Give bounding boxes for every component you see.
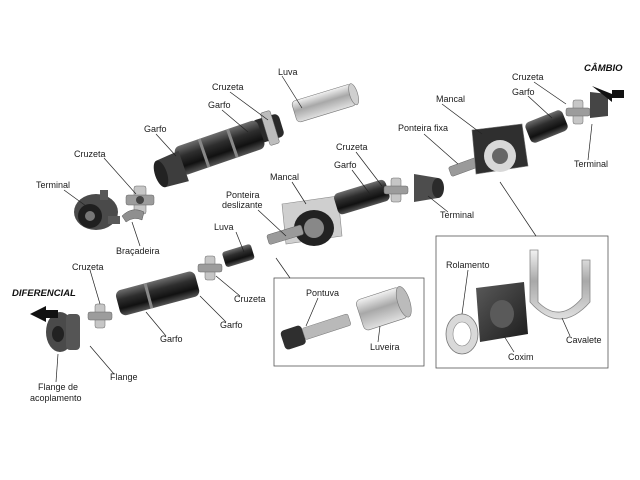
terminal-right-part <box>590 92 608 118</box>
label-rolamento: Rolamento <box>446 260 490 270</box>
lower-shaft <box>30 244 255 352</box>
middle-shaft <box>266 174 444 246</box>
terminal-middle-part <box>414 174 444 202</box>
label-luva-middle: Luva <box>214 222 234 232</box>
label-garfo-middle: Garfo <box>334 160 357 170</box>
label-flange: Flange <box>110 372 138 382</box>
label-garfo-top: Garfo <box>208 100 231 110</box>
detail-box-sliding <box>273 257 425 367</box>
label-garfo-bottom-left: Garfo <box>160 334 183 344</box>
cambio-arrow-icon <box>592 86 624 102</box>
ponteira-deslizante-part <box>266 224 304 245</box>
cruzeta-middle-part <box>383 177 409 203</box>
mancal-middle-part <box>281 195 343 246</box>
label-garfo-right: Garfo <box>512 87 535 97</box>
label-coxim: Coxim <box>508 352 534 362</box>
terminal-left-part <box>74 190 120 230</box>
right-tube-part <box>525 110 568 143</box>
label-ponteira-fixa: Ponteira fixa <box>398 123 448 133</box>
lower-tube-part <box>115 271 200 316</box>
upper-shaft <box>74 83 359 230</box>
label-flange-acoplamento-2: acoplamento <box>30 393 82 403</box>
luva-sleeve-part <box>291 83 359 123</box>
label-flange-acoplamento-1: Flange de <box>38 382 78 392</box>
labels: CÂMBIO DIFERENCIAL Luva Cruzeta Garfo Ga… <box>12 62 623 403</box>
leader-lines <box>55 75 593 383</box>
label-pontuva: Pontuva <box>306 288 339 298</box>
label-cruzeta-bottom-left: Cruzeta <box>72 262 104 272</box>
flange-acoplamento-part <box>46 312 80 352</box>
upper-tube-part <box>174 120 265 175</box>
rolamento-part <box>445 313 479 355</box>
label-terminal-right: Terminal <box>574 159 608 169</box>
cruzeta-right-part <box>565 99 591 125</box>
label-garfo-left: Garfo <box>144 124 167 134</box>
label-terminal-middle: Terminal <box>440 210 474 220</box>
label-cruzeta-bottom: Cruzeta <box>234 294 266 304</box>
middle-tube-part <box>334 179 390 215</box>
detail-box-bearing <box>435 181 609 369</box>
cruzeta-left-part <box>125 185 155 215</box>
label-cruzeta-right: Cruzeta <box>512 72 544 82</box>
label-cruzeta-top: Cruzeta <box>212 82 244 92</box>
label-mancal-middle: Mancal <box>270 172 299 182</box>
label-ponteira-2: deslizante <box>222 200 263 210</box>
mancal-right-part <box>471 123 529 175</box>
pontuva-part <box>280 313 351 350</box>
label-cavalete: Cavalete <box>566 335 602 345</box>
bracadeira-part <box>121 209 145 223</box>
right-shaft <box>448 86 624 177</box>
cruzeta-bottom-mid-part <box>197 255 223 281</box>
label-ponteira-1: Ponteira <box>226 190 260 200</box>
label-luveira: Luveira <box>370 342 400 352</box>
label-bracadeira: Braçadeira <box>116 246 160 256</box>
diferencial-arrow-icon <box>30 306 58 322</box>
label-garfo-bottom: Garfo <box>220 320 243 330</box>
garfo-upper-part <box>153 150 189 188</box>
diferencial-label: DIFERENCIAL <box>12 288 76 299</box>
label-cruzeta-middle: Cruzeta <box>336 142 368 152</box>
luva-lower-part <box>222 244 255 267</box>
cruzeta-bottom-left-part <box>87 303 113 329</box>
coxim-part <box>476 282 528 342</box>
label-mancal-right: Mancal <box>436 94 465 104</box>
label-terminal-left: Terminal <box>36 180 70 190</box>
cambio-label: CÂMBIO <box>584 62 623 74</box>
label-luva-top: Luva <box>278 67 298 77</box>
luveira-part <box>356 286 412 331</box>
cavalete-part <box>529 249 591 320</box>
label-cruzeta-left: Cruzeta <box>74 149 106 159</box>
